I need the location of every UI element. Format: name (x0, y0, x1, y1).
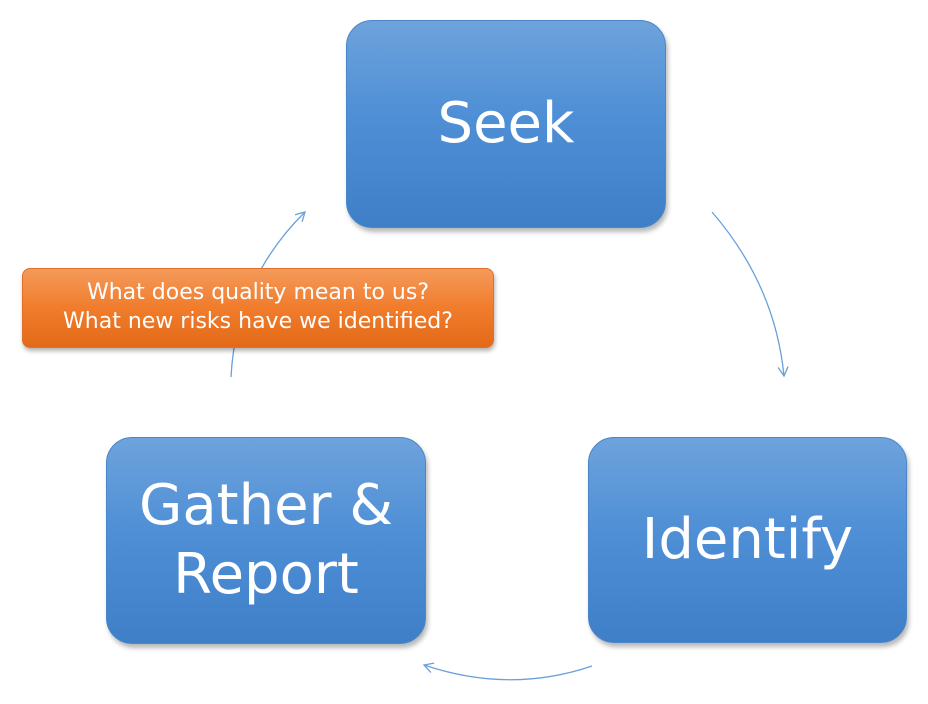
gather-report-label: Gather & Report (139, 472, 393, 609)
arrow-seek-to-identify (711, 211, 789, 378)
identify-node: Identify (588, 437, 907, 643)
gather-report-node: Gather & Report (106, 437, 426, 644)
gather-label-line1: Gather & (138, 473, 394, 539)
identify-label: Identify (641, 506, 854, 572)
question-callout: What does quality mean to us? What new r… (22, 268, 494, 348)
seek-label: Seek (437, 90, 575, 156)
arrow-identify-to-gather (422, 662, 593, 681)
seek-node: Seek (346, 20, 666, 228)
callout-line2: What new risks have we identified? (63, 309, 453, 334)
callout-line1: What does quality mean to us? (86, 280, 429, 306)
gather-label-line2: Report (173, 541, 359, 607)
